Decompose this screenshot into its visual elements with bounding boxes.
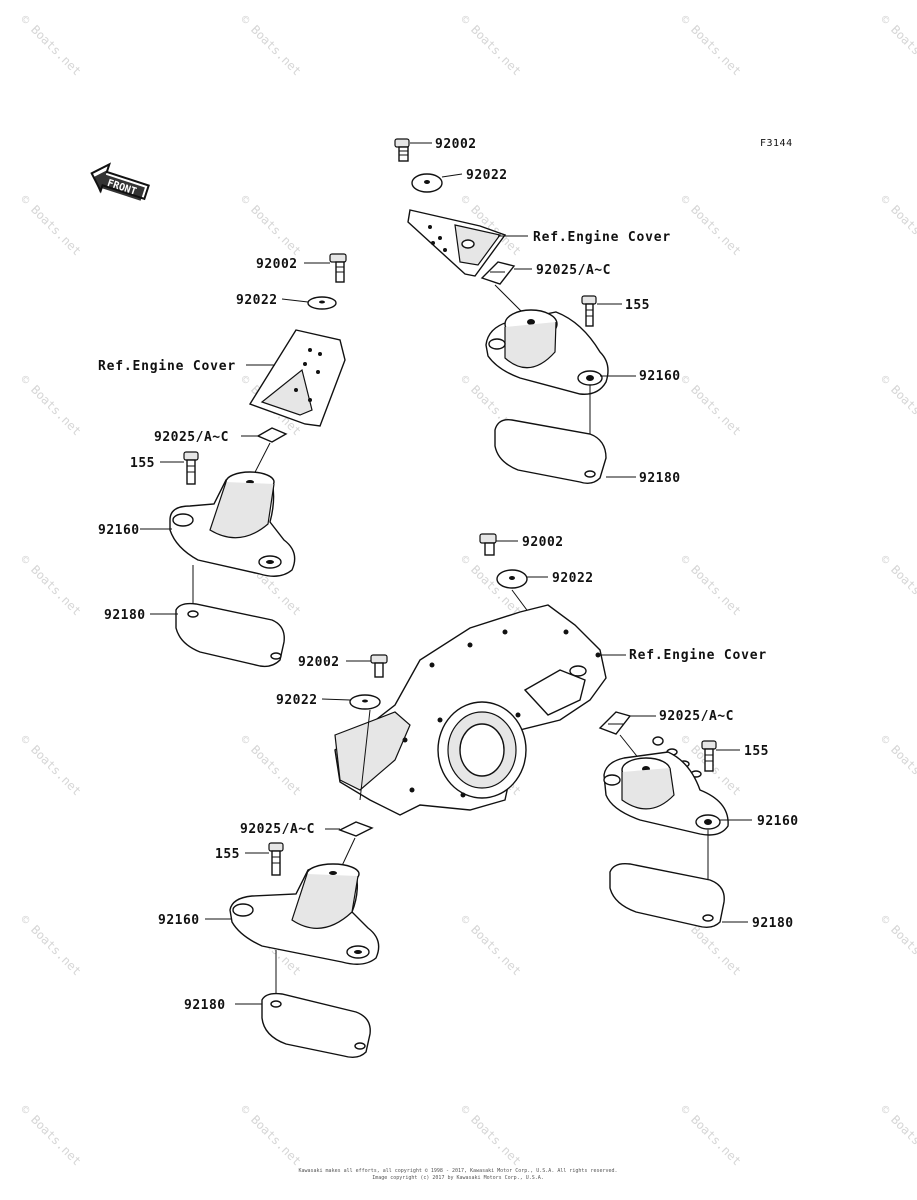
center-washer (496, 569, 528, 589)
lower-mount-assembly (205, 821, 380, 1059)
right-screw (701, 740, 717, 772)
callout-left-gasket: 92180 (104, 608, 146, 623)
left-screw (183, 451, 199, 485)
watermark-text: © Boats.net (678, 552, 744, 618)
callout-right-screw: 155 (744, 744, 769, 759)
callout-top-washer: 92022 (466, 168, 508, 183)
watermark-text: © Boats.net (18, 12, 84, 78)
center-engine-cover (321, 533, 626, 816)
watermark-text: © Boats.net (18, 732, 84, 798)
lower-washer (349, 694, 381, 710)
watermark-text: © Boats.net (458, 12, 524, 78)
watermark-text: © Boats.net (878, 12, 917, 78)
center-bolt (479, 533, 497, 556)
callout-top-screw: 155 (625, 298, 650, 313)
callout-labels: 92002 92022 Ref.Engine Cover 92025/A~C 1… (98, 137, 799, 1013)
engine-cover-body (334, 604, 607, 816)
watermark-text: © Boats.net (238, 1102, 304, 1168)
callout-left-screw: 155 (130, 456, 155, 471)
watermark-text: © Boats.net (238, 732, 304, 798)
callout-lower-washer: 92022 (276, 693, 318, 708)
top-gasket (494, 419, 607, 485)
watermark-text: © Boats.net (678, 372, 744, 438)
callout-right-gasket: 92180 (752, 916, 794, 931)
callout-top-gasket: 92180 (639, 471, 681, 486)
watermark-text: © Boats.net (18, 552, 84, 618)
watermark-text: © Boats.net (678, 192, 744, 258)
callout-top-clip: 92025/A~C (536, 263, 611, 278)
callout-top-ref-engine-cover: Ref.Engine Cover (533, 230, 671, 245)
callout-center-ref-engine-cover: Ref.Engine Cover (629, 648, 767, 663)
callout-top-mount: 92160 (639, 369, 681, 384)
watermark-text: © Boats.net (678, 1102, 744, 1168)
top-clip (480, 261, 516, 285)
watermark-text: © Boats.net (18, 912, 84, 978)
footer-copyright-line2: Image copyright (c) 2017 by Kawasaki Mot… (372, 1175, 544, 1181)
watermark-text: © Boats.net (878, 192, 917, 258)
watermark-text: © Boats.net (18, 372, 84, 438)
callout-center-bolt: 92002 (522, 535, 564, 550)
figure-number: F3144 (760, 138, 793, 149)
top-washer (411, 173, 443, 193)
watermark-text: © Boats.net (458, 912, 524, 978)
watermark-text: © Boats.net (18, 192, 84, 258)
left-bolt (329, 253, 347, 283)
front-arrow-icon: FRONT (90, 162, 150, 201)
right-gasket (609, 862, 725, 929)
footer-copyright-line1: Kawasaki makes all efforts, all copyrigh… (298, 1168, 617, 1174)
top-engine-bracket (407, 209, 507, 277)
callout-lower-mount: 92160 (158, 913, 200, 928)
watermark-text: © Boats.net (878, 372, 917, 438)
left-mount-rubber (169, 471, 296, 577)
callout-left-mount: 92160 (98, 523, 140, 538)
callout-top-bolt: 92002 (435, 137, 477, 152)
lower-screw (268, 842, 284, 876)
left-clip (256, 427, 288, 443)
callout-lower-screw: 155 (215, 847, 240, 862)
top-mount-rubber (485, 309, 609, 395)
right-clip (598, 711, 632, 735)
watermark-text: © Boats.net (878, 732, 917, 798)
watermark-layer: © Boats.net © Boats.net © Boats.net © Boats… (18, 12, 917, 1168)
top-mount-assembly (394, 138, 636, 485)
callout-right-clip: 92025/A~C (659, 709, 734, 724)
left-engine-bracket (248, 329, 346, 427)
lower-gasket (261, 992, 371, 1059)
watermark-text: © Boats.net (18, 1102, 84, 1168)
watermark-text: © Boats.net (238, 192, 304, 258)
lower-clip (338, 821, 374, 837)
callout-lower-gasket: 92180 (184, 998, 226, 1013)
left-gasket (175, 602, 285, 668)
callout-right-mount: 92160 (757, 814, 799, 829)
right-mount-rubber (603, 751, 729, 836)
callout-center-washer: 92022 (552, 571, 594, 586)
watermark-text: © Boats.net (878, 912, 917, 978)
callout-lower-clip: 92025/A~C (240, 822, 315, 837)
callout-left-ref-engine-cover: Ref.Engine Cover (98, 359, 236, 374)
left-mount-assembly (140, 253, 347, 668)
top-bolt (394, 138, 410, 162)
callout-left-washer: 92022 (236, 293, 278, 308)
watermark-text: © Boats.net (878, 1102, 917, 1168)
watermark-text: © Boats.net (238, 12, 304, 78)
watermark-text: © Boats.net (458, 1102, 524, 1168)
callout-left-clip: 92025/A~C (154, 430, 229, 445)
watermark-text: © Boats.net (878, 552, 917, 618)
callout-lower-bolt: 92002 (298, 655, 340, 670)
watermark-text: © Boats.net (678, 12, 744, 78)
right-mount-assembly (598, 711, 752, 929)
left-washer (307, 296, 337, 310)
lower-bolt (370, 654, 388, 678)
top-screw (581, 295, 597, 327)
lower-mount-rubber (229, 863, 380, 965)
callout-left-bolt: 92002 (256, 257, 298, 272)
